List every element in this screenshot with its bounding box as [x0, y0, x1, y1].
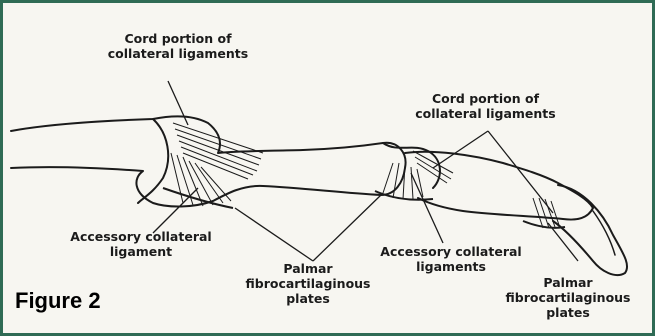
label-palmar-left: Palmar fibrocartilaginous plates: [233, 261, 383, 306]
proximal-bone: [11, 116, 406, 206]
leader-accessory-right: [411, 173, 443, 243]
figure-title: Figure 2: [15, 288, 101, 314]
left-ligament-fibers: [163, 123, 263, 208]
mcp-joint-head: [138, 119, 168, 203]
leader-cord-left: [168, 81, 188, 125]
label-cord-right: Cord portion of collateral ligaments: [398, 91, 573, 121]
label-accessory-right: Accessory collateral ligaments: [361, 244, 541, 274]
leader-palmar-left-a: [235, 208, 313, 261]
label-palmar-right: Palmar fibrocartilaginous plates: [493, 275, 643, 320]
leader-accessory-left: [153, 188, 198, 233]
leader-cord-right-b: [488, 131, 553, 213]
right-ligament-fibers: [375, 151, 453, 200]
leader-cord-right: [433, 131, 488, 168]
label-cord-left: Cord portion of collateral ligaments: [93, 31, 263, 61]
label-accessory-left: Accessory collateral ligament: [51, 229, 231, 259]
distal-phalanx: [553, 185, 627, 275]
